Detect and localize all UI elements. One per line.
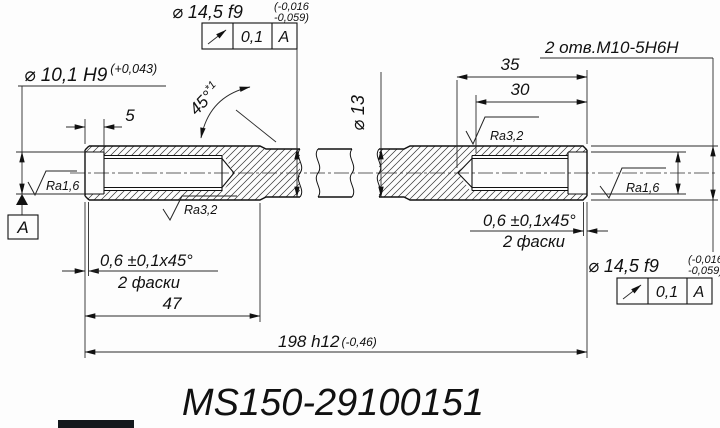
section-hatching <box>85 146 587 200</box>
roughness-icon-thread-right <box>465 116 539 146</box>
right-threaded-hole <box>457 151 587 195</box>
runout-icon <box>207 29 227 45</box>
counterbore-depth-label: 5 <box>125 106 135 125</box>
note-thread-holes: 2 отв.М10-5Н6Н <box>540 38 714 146</box>
shaft-dia-label: ⌀ 14,5 f9 <box>172 2 243 22</box>
callout-shaft-dia-bottom: ⌀ 14,5 f9 (-0,016 -0,059) 0,1 A <box>588 254 720 305</box>
left-threaded-hole <box>85 151 235 195</box>
shaft-middle-segment <box>315 148 355 198</box>
shaft-dia-tol-lower-2: -0,059) <box>688 265 720 277</box>
chamfer-size-right: 0,6 ±0,1x45° <box>483 212 576 230</box>
note-chamfer-right: 0,6 ±0,1x45° 2 фаски <box>470 202 608 251</box>
thread-holes-label: 2 отв.М10-5Н6Н <box>544 38 679 57</box>
dim-total-length: 198 h12(-0,46) <box>84 202 588 358</box>
shaft-left-segment <box>84 145 303 201</box>
datum-triangle-icon <box>16 194 28 205</box>
chamfer-angle-label: 45°*1 <box>185 79 224 119</box>
thread-depth-label: 30 <box>511 80 530 99</box>
ra-bore-left: Ra1,6 <box>46 179 79 193</box>
left-section-label: 47 <box>163 294 182 313</box>
dim-left-section: 47 <box>84 203 261 322</box>
dim-counterbore-depth: 5 <box>66 106 135 152</box>
ra-thread-right: Ra3,2 <box>490 129 523 143</box>
datum-label: A <box>16 218 28 237</box>
dim-hole-depth: 35 <box>456 55 588 168</box>
chamfer-count-left: 2 фаски <box>117 274 180 292</box>
roughness-icon-thread-left <box>162 195 237 222</box>
shaft-dia-tol-upper: (-0,016 <box>274 1 310 13</box>
runout-datum: A <box>278 29 290 46</box>
screenshot-artifact <box>58 420 134 428</box>
datum-a-symbol: A <box>7 194 39 240</box>
dim-bore-diameter: ⌀ 10,1 H9(+0,043) <box>16 62 166 195</box>
shaft-dia-tol-lower: -0,059) <box>274 12 309 24</box>
ra-bore-right: Ra1,6 <box>626 181 659 195</box>
roughness-icon-bore-left <box>27 170 77 197</box>
shaft-dia-tol-upper-2: (-0,016 <box>688 254 720 266</box>
drill-cone-right <box>457 158 473 188</box>
dim-mid-diameter: ⌀ 13 <box>348 72 384 198</box>
shaft-dia-label-2: ⌀ 14,5 f9 <box>588 256 659 276</box>
roughness-icon-bore-right <box>599 167 666 199</box>
part-number: MS150-29100151 <box>182 382 484 424</box>
dim-shaft-dia-right <box>591 145 718 252</box>
runout-value-2: 0,1 <box>656 284 678 301</box>
dim-thread-depth: 30 <box>475 80 588 153</box>
total-length-label: 198 h12(-0,46) <box>278 332 377 351</box>
ra-thread-left: Ra3,2 <box>184 203 217 217</box>
hole-depth-label: 35 <box>501 55 520 74</box>
bore-dia-label: ⌀ 10,1 H9(+0,043) <box>24 62 157 86</box>
chamfer-count-right: 2 фаски <box>502 233 565 251</box>
drill-cone-left <box>221 158 235 188</box>
note-chamfer-left: 0,6 ±0,1x45° 2 фаски <box>62 202 218 358</box>
runout-icon-2 <box>622 284 642 300</box>
mid-dia-label: ⌀ 13 <box>348 95 368 131</box>
runout-tolerance-frame-2: 0,1 A <box>616 277 713 305</box>
runout-value: 0,1 <box>241 29 263 46</box>
callout-shaft-dia-top: ⌀ 14,5 f9 (-0,016 -0,059) 0,1 A <box>172 1 310 198</box>
roughness-marks: Ra1,6 Ra1,6 Ra3,2 Ra3,2 <box>27 116 666 222</box>
runout-tolerance-frame: 0,1 A <box>201 22 298 50</box>
runout-datum-2: A <box>693 284 705 301</box>
chamfer-size-left: 0,6 ±0,1x45° <box>100 252 193 270</box>
dim-chamfer-angle: 45°*1 <box>185 79 277 143</box>
